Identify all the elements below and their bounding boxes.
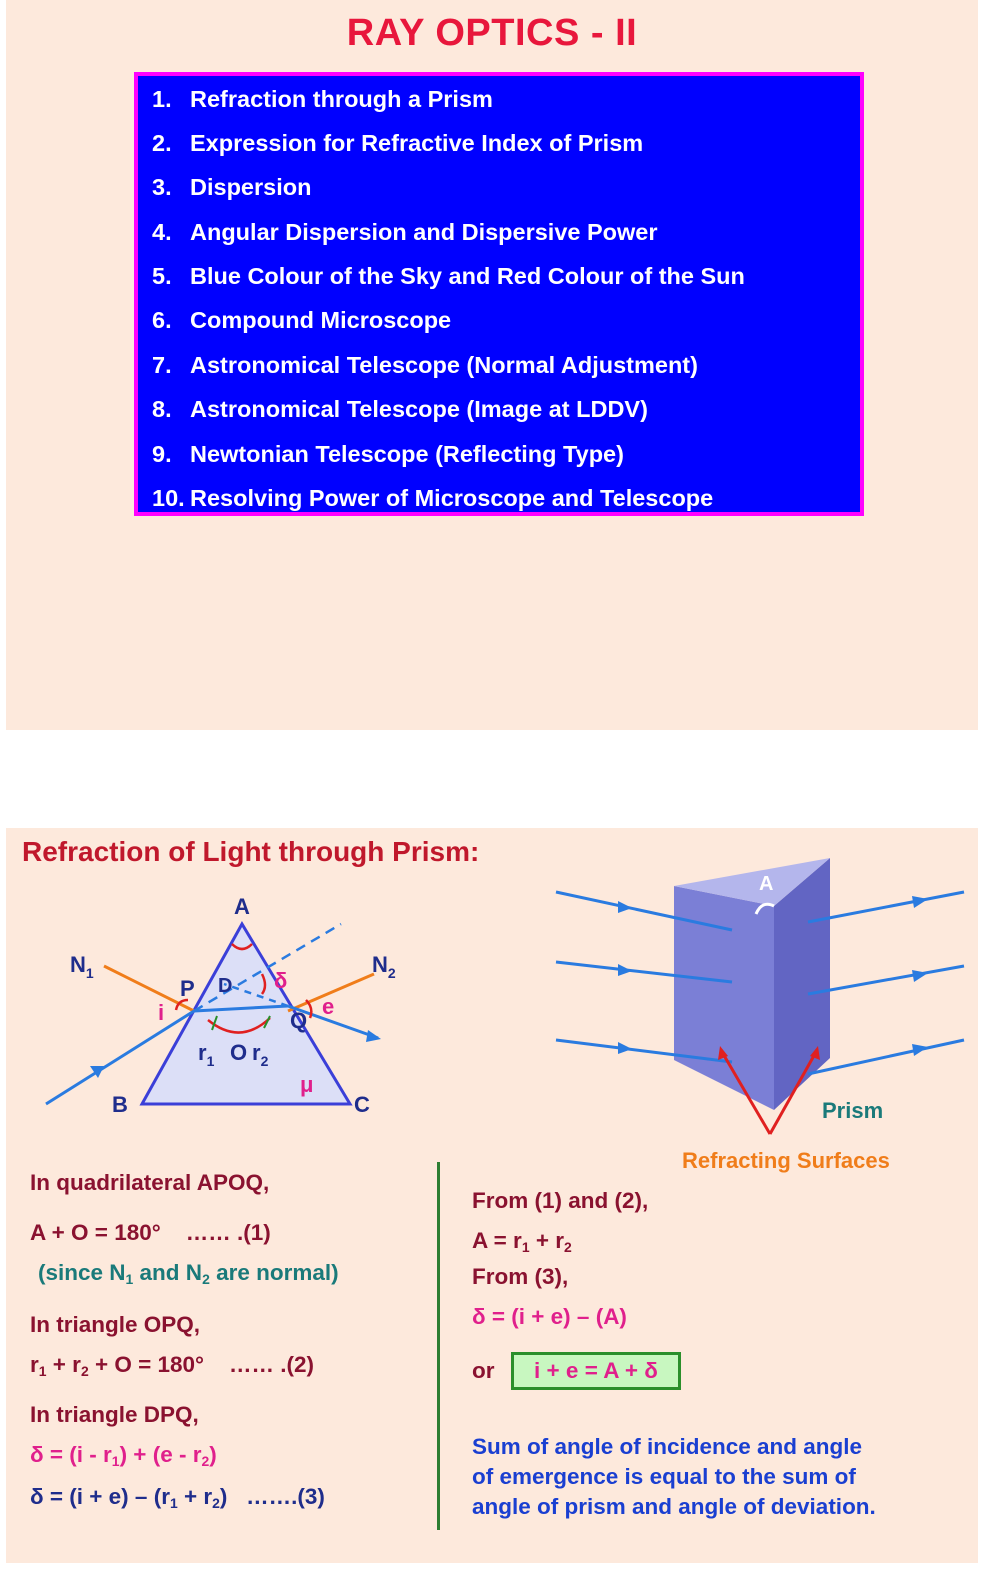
label-e: e <box>322 994 334 1019</box>
r1-arrow <box>211 1015 218 1031</box>
toc-number: 3. <box>152 174 172 200</box>
slide-prism: Refraction of Light through Prism: A B C… <box>6 828 978 1563</box>
note-normals: (since N1 and N2 are normal) <box>38 1260 339 1288</box>
toc-item: 6. Compound Microscope <box>152 307 451 334</box>
angle-delta-arc <box>260 973 267 995</box>
toc-label: Astronomical Telescope (Image at LDDV) <box>190 396 648 422</box>
toc-item: 9. Newtonian Telescope (Reflecting Type) <box>152 441 624 468</box>
arrow-head <box>912 970 928 982</box>
apex-arc <box>754 902 775 915</box>
extended-incident <box>193 922 342 1013</box>
label-i: i <box>158 1000 164 1025</box>
eq-delta-a: δ = (i + e) – (A) <box>472 1304 627 1329</box>
toc-number: 4. <box>152 219 172 245</box>
toc-number: 8. <box>152 396 172 422</box>
label-r1: r1 <box>198 1040 215 1069</box>
label-o: O <box>230 1040 247 1065</box>
label-a: A <box>234 894 250 919</box>
label-n1: N1 <box>70 952 94 981</box>
arrow-head <box>618 964 632 976</box>
arrow-head <box>618 1042 632 1054</box>
toc-item: 8. Astronomical Telescope (Image at LDDV) <box>152 396 648 423</box>
prism-label: Prism <box>822 1098 883 1123</box>
page-title: RAY OPTICS - II <box>346 12 638 54</box>
arrow-head <box>912 896 928 908</box>
emergent-ray <box>287 1004 379 1040</box>
label-mu: μ <box>300 1072 313 1097</box>
toc-label: Resolving Power of Microscope and Telesc… <box>190 485 714 511</box>
text-from-1-2: From (1) and (2), <box>472 1188 649 1213</box>
surfaces-label: Refracting Surfaces <box>682 1148 890 1173</box>
prism-3d-illustration: A Prism Refracting Surfaces <box>555 858 965 1173</box>
label-delta: δ <box>274 968 287 993</box>
label-r2: r2 <box>252 1040 269 1069</box>
text-quadrilateral: In quadrilateral APOQ, <box>30 1170 270 1195</box>
summary-text: Sum of angle of incidence and angle of e… <box>472 1434 876 1519</box>
toc-item: 5. Blue Colour of the Sky and Red Colour … <box>152 263 745 290</box>
arrow-head <box>718 1046 728 1060</box>
extended-emergent <box>223 982 289 1008</box>
divider <box>437 1162 440 1530</box>
toc-item: 7. Astronomical Telescope (Normal Adjustm… <box>152 352 698 379</box>
label-p: P <box>180 976 195 1001</box>
prism-top-face <box>674 858 830 906</box>
toc-label: Blue Colour of the Sky and Red Colour of… <box>190 263 745 289</box>
prism-ray-diagram: A B C P Q D O N1 N2 i e δ μ r1 r2 <box>45 894 396 1117</box>
toc-number: 2. <box>152 130 172 156</box>
apex-angle-arc <box>231 943 253 951</box>
slide-contents: RAY OPTICS - II 1. Refraction through a P… <box>6 0 978 730</box>
prism-triangle <box>139 921 353 1106</box>
toc-label: Expression for Refractive Index of Prism <box>190 130 644 156</box>
toc-number: 9. <box>152 441 172 467</box>
angle-e-arc <box>305 999 313 1019</box>
r2-arrow <box>263 1015 271 1029</box>
label-c: C <box>354 1092 370 1117</box>
toc-label: Compound Microscope <box>190 307 452 333</box>
refracted-ray <box>193 1004 289 1013</box>
label-d: D <box>218 975 232 997</box>
normal-n2 <box>287 972 375 1013</box>
text-triangle-opq: In triangle OPQ, <box>30 1312 201 1337</box>
toc-number: 10. <box>152 485 185 511</box>
prism-front-face <box>674 886 774 1110</box>
toc-item: 4. Angular Dispersion and Dispersive Powe… <box>152 219 658 246</box>
toc-number: 1. <box>152 86 172 112</box>
toc-number: 7. <box>152 352 172 378</box>
eq-3: δ = (i + e) – (r1 + r2) …….(3) <box>30 1484 325 1512</box>
toc-label: Dispersion <box>190 174 312 200</box>
text-or: or <box>472 1358 495 1383</box>
arrow-head <box>90 1066 104 1078</box>
toc-number: 6. <box>152 307 172 333</box>
label-b: B <box>112 1092 128 1117</box>
toc-label: Angular Dispersion and Dispersive Power <box>190 219 658 245</box>
toc-item: 2. Expression for Refractive Index of Pri… <box>152 130 643 157</box>
arrow-head <box>912 1044 928 1056</box>
eq-2: r1 + r2 + O = 180° …… .(2) <box>30 1352 315 1380</box>
arrow-head <box>366 1030 381 1042</box>
apex-label: A <box>759 873 773 895</box>
section-title: Refraction of Light through Prism: <box>22 836 480 867</box>
eq-delta-1: δ = (i - r1) + (e - r2) <box>30 1442 217 1470</box>
incident-ray <box>45 1009 195 1106</box>
toc-number: 5. <box>152 263 172 289</box>
angle-i-arc <box>174 998 189 1011</box>
toc-label: Newtonian Telescope (Reflecting Type) <box>190 441 624 467</box>
eq-1: A + O = 180° …… .(1) <box>30 1220 271 1245</box>
text-from-3: From (3), <box>472 1264 569 1289</box>
arrow-head <box>810 1046 820 1060</box>
label-q: Q <box>290 1008 307 1033</box>
eq-a: A = r1 + r2 <box>472 1228 572 1256</box>
arrow-head <box>618 901 632 913</box>
toc-label: Refraction through a Prism <box>190 86 493 112</box>
label-n2: N2 <box>372 952 396 981</box>
text-triangle-dpq: In triangle DPQ, <box>30 1402 199 1427</box>
result-box: i + e = A + δ <box>511 1352 681 1390</box>
toc-label: Astronomical Telescope (Normal Adjustmen… <box>190 352 698 378</box>
toc-item: 3. Dispersion <box>152 174 311 201</box>
toc-item: 1. Refraction through a Prism <box>152 86 493 113</box>
contents-box: 1. Refraction through a Prism 2. Expressio… <box>134 72 864 516</box>
toc-item: 10.Resolving Power of Microscope and Tel… <box>152 485 713 512</box>
